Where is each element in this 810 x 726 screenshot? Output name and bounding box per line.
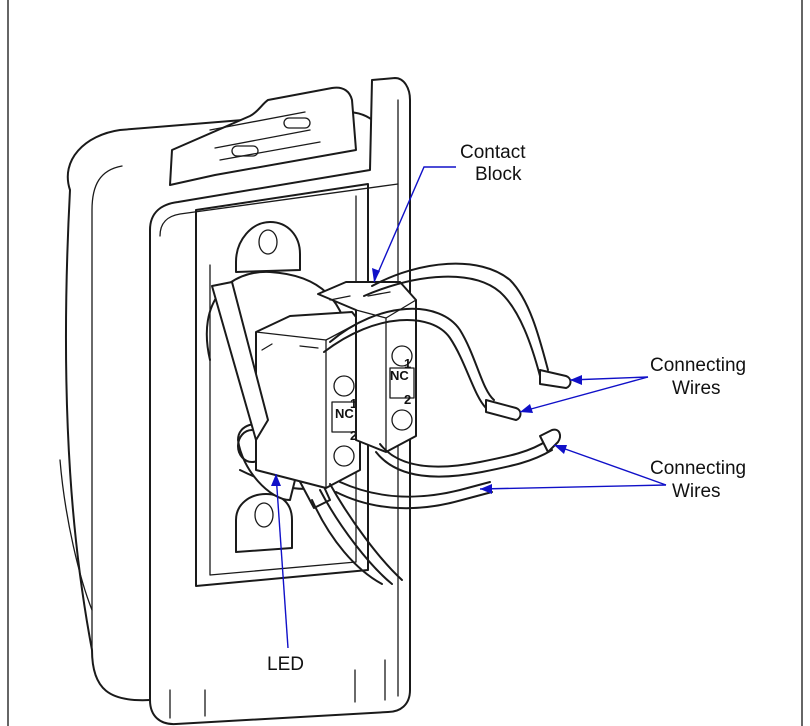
wires-lower-label-line2: Wires <box>672 481 721 502</box>
contact-block-label-line1: Contact <box>460 142 526 163</box>
connecting-wires <box>311 262 572 585</box>
wires-upper-leader-a <box>569 376 649 381</box>
page-border <box>7 0 803 726</box>
contact-block-label-line2: Block <box>475 164 522 185</box>
contact-block-left: NC 1 2 <box>211 281 361 489</box>
wires-upper-arrowhead-b <box>520 404 533 413</box>
left-block-terminal-1: 1 <box>350 396 357 411</box>
right-block-terminal-2: 2 <box>404 392 411 407</box>
callout-connecting-wires-upper: Connecting Wires <box>519 355 746 413</box>
wires-upper-label-line2: Wires <box>672 378 721 399</box>
contact-block-right: NC 1 2 <box>317 281 417 453</box>
led-arrowhead <box>271 474 281 486</box>
wires-lower-label-line1: Connecting <box>650 458 746 479</box>
wires-upper-arrowhead-a <box>570 375 582 385</box>
wires-lower-arrowhead-b <box>480 484 492 494</box>
contact-block-arrowhead <box>372 268 380 282</box>
right-block-nc-marking: NC <box>390 368 409 383</box>
wires-upper-label-line1: Connecting <box>650 355 746 376</box>
wires-lower-arrowhead-a <box>554 445 567 454</box>
led-label: LED <box>267 654 304 675</box>
callout-contact-block: Contact Block <box>372 142 526 283</box>
contact-block-leader <box>373 166 456 283</box>
callout-led: LED <box>267 473 304 675</box>
wires-lower-leader-b <box>479 484 667 490</box>
callout-connecting-wires-lower: Connecting Wires <box>479 444 746 502</box>
wires-lower-leader-a <box>553 444 667 486</box>
right-block-terminal-1: 1 <box>404 356 411 371</box>
left-block-nc-marking: NC <box>335 406 354 421</box>
led-leader <box>275 473 289 649</box>
left-block-terminal-2: 2 <box>350 428 357 443</box>
wires-upper-leader-b <box>519 376 649 413</box>
